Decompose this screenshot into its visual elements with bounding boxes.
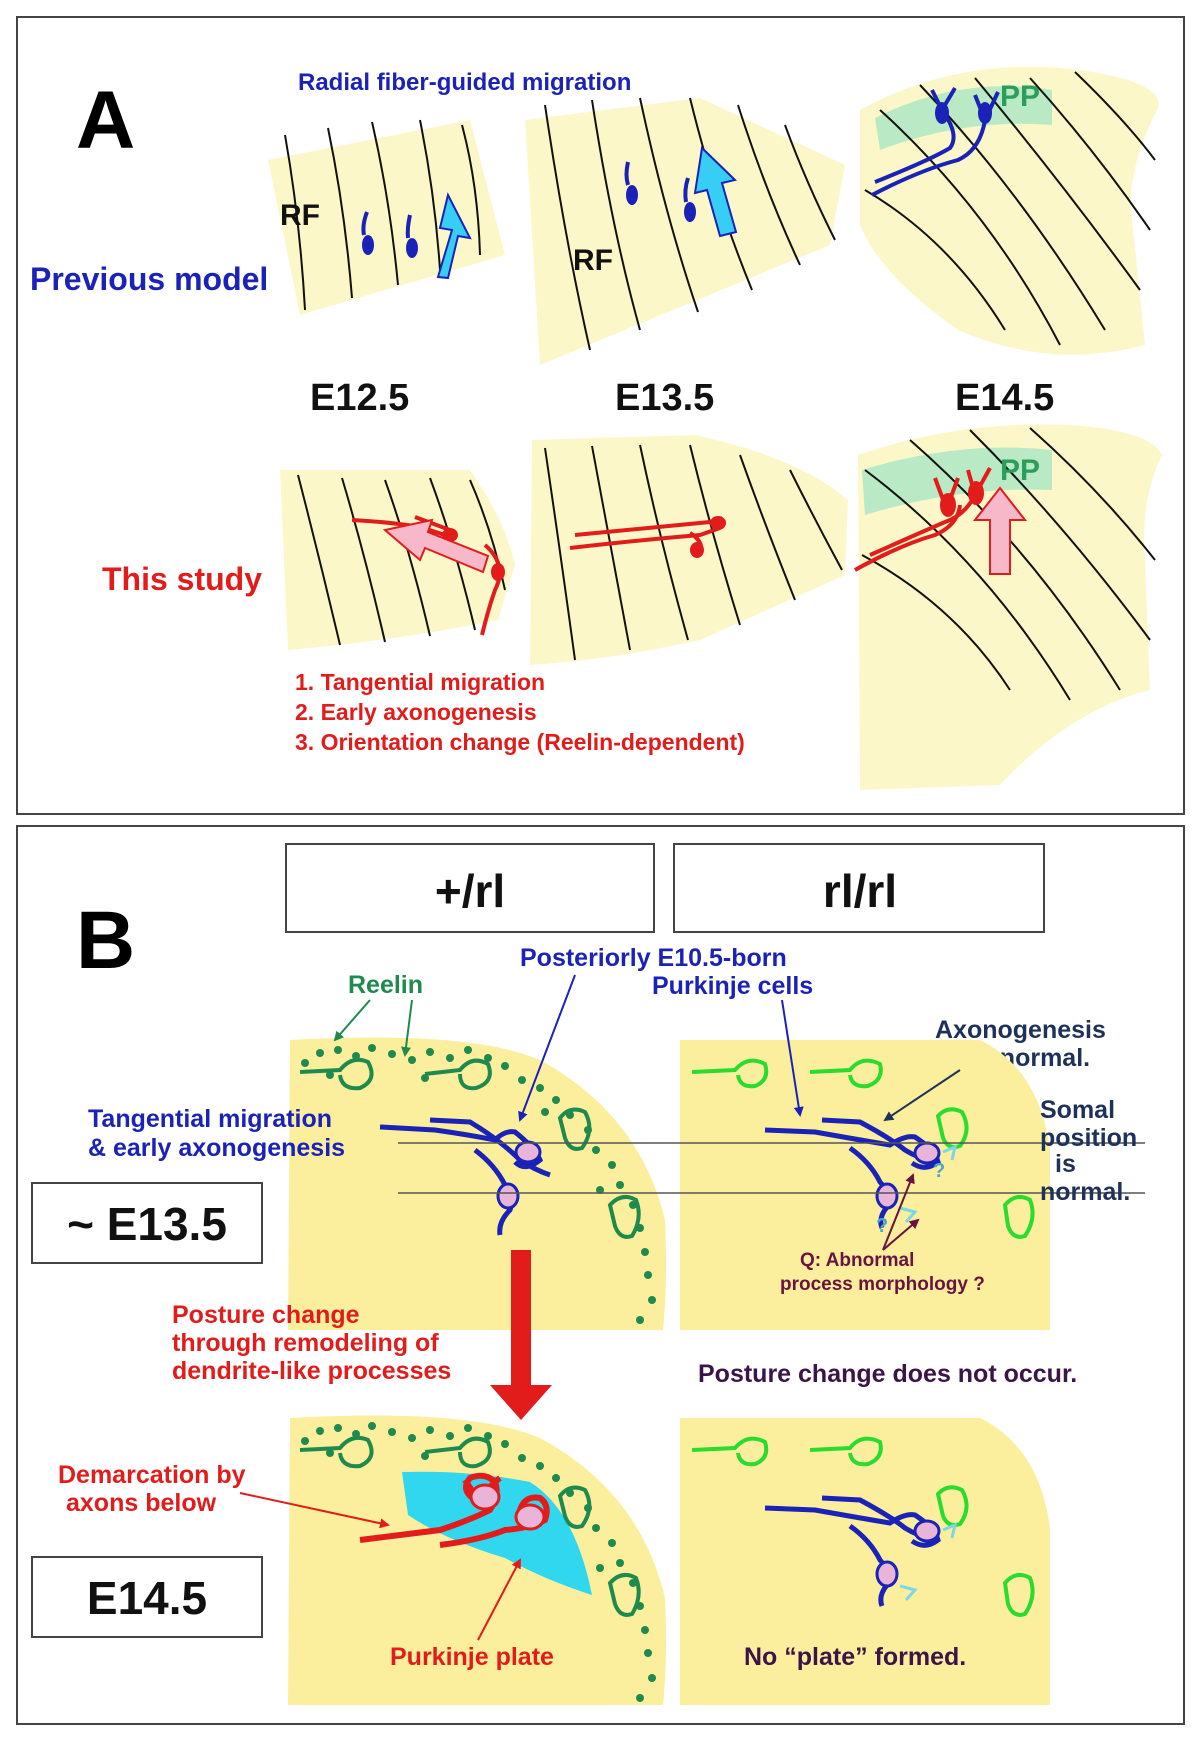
posterior-cells-line2: Purkinje cells: [652, 972, 813, 1000]
stage-e12: E12.5: [310, 377, 409, 419]
tissue-b-control-e14: [288, 1415, 667, 1705]
finding-2: 2. Early axonogenesis: [295, 699, 537, 725]
posture-no-occur: Posture change does not occur.: [698, 1360, 1077, 1388]
panel-b-frame: [16, 825, 1185, 1725]
qmark-1: ?: [933, 1160, 945, 1182]
posture-line3: dendrite-like processes: [172, 1357, 451, 1385]
up-arrow-e14: [972, 486, 1028, 575]
pp-band-top: [875, 86, 1052, 150]
radial-fiber-label: Radial fiber-guided migration: [298, 69, 631, 96]
panel-a-letter: A: [76, 75, 135, 166]
pp-label-top: PP: [1000, 80, 1040, 113]
pp-label-bottom: PP: [1000, 454, 1040, 487]
stage-b-e14: E14.5: [87, 1572, 207, 1624]
posture-line1: Posture change: [172, 1301, 360, 1329]
up-arrow-e13: [693, 145, 738, 238]
reelin-cells: [299, 1057, 641, 1239]
annotation-arrows: [239, 974, 961, 1641]
posture-line2: through remodeling of: [172, 1329, 439, 1357]
posterior-cells-line1: Posteriorly E10.5-born: [520, 944, 787, 972]
tangential-line2: & early axonogenesis: [88, 1134, 345, 1162]
somal-line4: normal.: [1040, 1178, 1130, 1206]
demarcation-line1: Demarcation by: [58, 1461, 246, 1489]
rf-label-1: RF: [280, 199, 320, 232]
axonogenesis-line1: Axonogenesis: [935, 1016, 1106, 1044]
panel-a-frame: [16, 16, 1185, 815]
no-plate-label: No “plate” formed.: [744, 1643, 966, 1671]
this-study-label: This study: [102, 561, 262, 597]
somal-line2: position: [1040, 1124, 1137, 1152]
tissue-b-control-e13: [288, 1037, 667, 1330]
left-arrow-e12: [382, 518, 490, 574]
tissue-e12-study: [280, 470, 515, 650]
demarcation-line2: axons below: [66, 1489, 217, 1517]
genotype-right: rl/rl: [823, 865, 897, 917]
genotype-box-right: [673, 843, 1045, 933]
somal-line1: Somal: [1040, 1096, 1115, 1124]
tissue-e13-previous: RF: [525, 97, 845, 365]
previous-model-label: Previous model: [30, 261, 268, 297]
tissue-e14-study: PP: [854, 424, 1162, 790]
tissue-b-mutant-e13: ? ?: [680, 1040, 1050, 1330]
tissue-e13-study: [530, 435, 848, 665]
rf-label-2: RF: [573, 244, 613, 277]
posture-change-arrow: [490, 1250, 552, 1420]
abnormal-process-marks: [899, 1144, 958, 1224]
genotype-left: +/rl: [435, 865, 505, 917]
reelin-cells-mutant: [691, 1436, 1035, 1617]
up-arrow-e12: [436, 192, 472, 280]
qmark-2: ?: [876, 1215, 888, 1237]
question-line2: process morphology ?: [780, 1274, 985, 1295]
reelin-cells-mutant: [691, 1058, 1035, 1239]
tangential-line1: Tangential migration: [88, 1105, 332, 1133]
radial-migrating-neuron: [361, 211, 418, 258]
genotype-box-left: [285, 843, 655, 933]
stage-e14: E14.5: [955, 377, 1054, 419]
stage-e13: E13.5: [615, 377, 714, 419]
finding-1: 1. Tangential migration: [295, 669, 545, 695]
stage-b-e13: ~ E13.5: [67, 1198, 227, 1250]
reelin-label: Reelin: [348, 971, 423, 999]
reelin-cells: [299, 1435, 641, 1617]
tissue-e12-previous: RF: [268, 119, 505, 315]
stage-box-e14: [31, 1556, 263, 1638]
purkinje-plate-label: Purkinje plate: [390, 1643, 554, 1671]
stage-box-e13: [31, 1182, 263, 1264]
panel-b-letter: B: [76, 895, 135, 986]
question-line1: Q: Abnormal: [800, 1250, 914, 1271]
tissue-e14-previous: PP: [860, 66, 1159, 355]
finding-3: 3. Orientation change (Reelin-dependent): [295, 729, 745, 755]
tissue-b-mutant-e14: [680, 1418, 1050, 1705]
radial-migrating-neuron: [624, 161, 696, 222]
somal-line3: is: [1055, 1150, 1076, 1178]
